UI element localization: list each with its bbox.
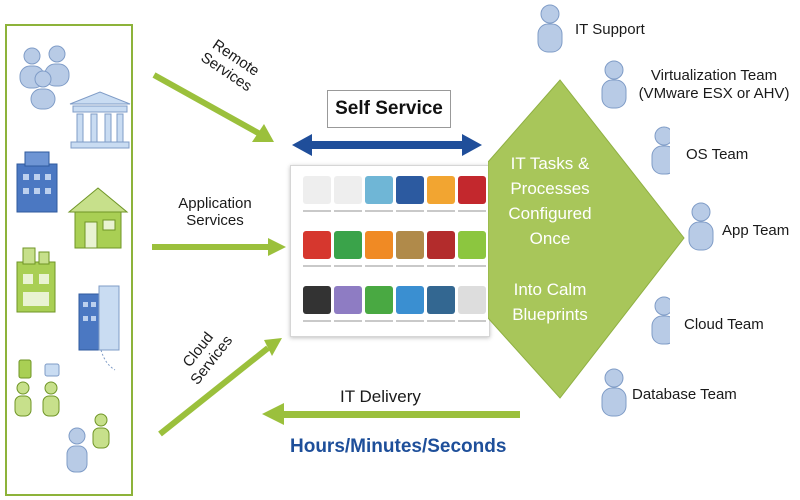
os-team-person-icon	[651, 126, 670, 175]
app-tile-caption	[303, 320, 331, 322]
app-tile-caption	[458, 210, 486, 212]
team-virtualization: Virtualization Team (VMware ESX or AHV)	[638, 67, 790, 102]
app-tile-7[interactable]	[303, 231, 331, 259]
calm-blueprint-diamond	[488, 79, 685, 399]
app-tile-6[interactable]	[458, 176, 486, 204]
team-database: Database Team	[632, 386, 737, 403]
app-tile-4[interactable]	[396, 176, 424, 204]
app-tile-5[interactable]	[427, 176, 455, 204]
app-tile-15[interactable]	[365, 286, 393, 314]
virtualization-team-person-icon	[601, 60, 627, 109]
team-it-support: IT Support	[575, 21, 645, 38]
self-service-box: Self Service	[327, 90, 451, 128]
app-tile-2[interactable]	[334, 176, 362, 204]
app-tile-13[interactable]	[303, 286, 331, 314]
team-icons	[537, 4, 670, 417]
delivery-time-label: Hours/Minutes/Seconds	[290, 436, 507, 457]
app-tile-caption	[427, 320, 455, 322]
app-tile-3[interactable]	[365, 176, 393, 204]
factory-icon	[16, 247, 56, 313]
app-tile-1[interactable]	[303, 176, 331, 204]
mobile-users-icon	[14, 359, 110, 449]
people-icon	[19, 45, 70, 110]
app-tile-caption	[365, 320, 393, 322]
app-tile-caption	[458, 320, 486, 322]
app-tile-caption	[334, 265, 362, 267]
bank-icon	[69, 91, 131, 149]
app-tile-caption	[396, 265, 424, 267]
cloud-services-arrow	[158, 338, 282, 437]
app-tile-10[interactable]	[396, 231, 424, 259]
app-tile-18[interactable]	[458, 286, 486, 314]
app-tile-caption	[303, 210, 331, 212]
app-tile-caption	[458, 265, 486, 267]
team-cloud: Cloud Team	[684, 316, 764, 333]
office-building-icon	[16, 151, 58, 213]
app-tile-12[interactable]	[458, 231, 486, 259]
team-os: OS Team	[686, 146, 749, 163]
remote-services-arrow	[152, 72, 274, 142]
app-tile-17[interactable]	[427, 286, 455, 314]
person-icon	[66, 427, 88, 473]
sources-illustration	[14, 45, 131, 473]
app-tile-caption	[427, 210, 455, 212]
app-tile-caption	[396, 210, 424, 212]
app-tile-9[interactable]	[365, 231, 393, 259]
diamond-line-1: IT Tasks &	[510, 154, 590, 173]
app-tile-caption	[334, 210, 362, 212]
database-team-person-icon	[601, 368, 627, 417]
tower-building-icon	[78, 285, 120, 371]
diamond-line-2: Processes	[510, 179, 590, 198]
diamond-line-3: Configured	[508, 204, 592, 223]
self-service-double-arrow	[292, 134, 482, 156]
diamond-line-4: Once	[529, 229, 571, 248]
input-arrows	[152, 72, 286, 437]
app-tile-caption	[303, 265, 331, 267]
cloud-team-person-icon	[651, 296, 670, 345]
diamond-line-6: Blueprints	[512, 305, 588, 324]
blueprint-catalog-panel	[290, 165, 490, 337]
app-tile-caption	[334, 320, 362, 322]
app-tile-11[interactable]	[427, 231, 455, 259]
it-delivery-arrow	[262, 403, 520, 425]
application-services-arrow	[152, 238, 286, 256]
app-tile-caption	[396, 320, 424, 322]
application-services-label: Application Services	[178, 195, 252, 229]
team-app: App Team	[722, 222, 790, 239]
it-support-person-icon	[537, 4, 563, 53]
it-delivery-label: IT Delivery	[340, 387, 421, 406]
app-team-person-icon	[688, 202, 714, 251]
app-tile-8[interactable]	[334, 231, 362, 259]
app-tile-16[interactable]	[396, 286, 424, 314]
app-tile-caption	[365, 265, 393, 267]
diamond-line-5: Into Calm	[513, 280, 587, 299]
app-tile-caption	[427, 265, 455, 267]
app-tile-14[interactable]	[334, 286, 362, 314]
app-tile-caption	[365, 210, 393, 212]
store-icon	[67, 187, 129, 249]
